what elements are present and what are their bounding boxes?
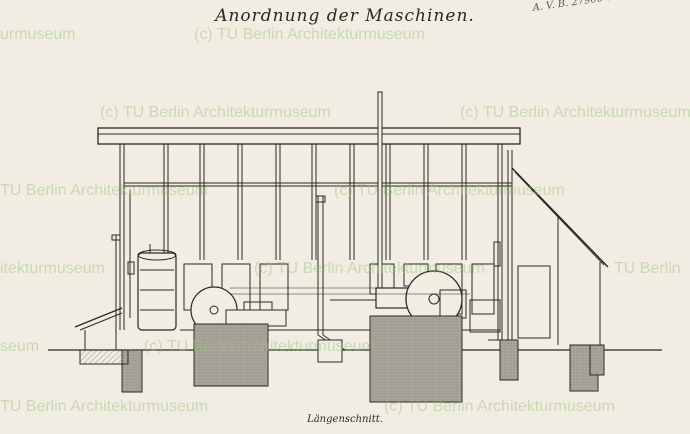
roof [97,127,521,330]
left-piping [111,190,135,350]
engine-right [230,270,470,328]
left-annex-footing [79,349,129,365]
wall-columns [163,144,513,340]
drawing-caption: Längenschnitt. [307,414,383,425]
foundation-left-pit [193,323,269,387]
right-equipment [469,241,512,341]
foundation-pier-2 [499,339,519,381]
foundation-right-pit [369,315,463,403]
foundation-pier-4 [589,344,605,376]
left-annex [74,307,123,350]
channel [317,339,343,363]
center-pipes [315,195,346,351]
chimney-stack [377,91,383,293]
lean-to-roof [511,167,609,345]
boiler [137,244,177,331]
drawing-title: Anordnung der Maschinen. [215,6,475,26]
